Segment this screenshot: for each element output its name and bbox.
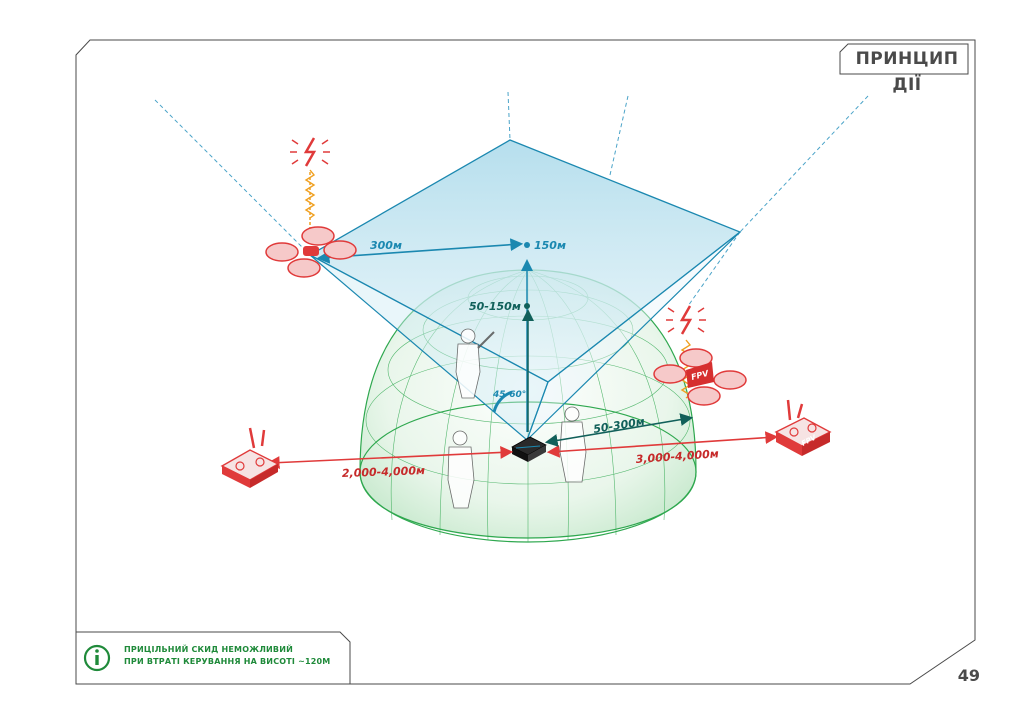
label-distance-horizontal: 300м: [370, 239, 402, 252]
title-tab: [839, 43, 969, 75]
page-frame: [75, 39, 976, 685]
note-text: ПРИЦІЛЬНИЙ СКИД НЕМОЖЛИВИЙ ПРИ ВТРАТІ КЕ…: [124, 644, 364, 668]
remote-controller-icon: [774, 399, 832, 456]
sensor-rays: [154, 91, 869, 307]
height-top-marker: [524, 242, 530, 248]
left-link-arrow: [266, 446, 514, 469]
page-number: 49: [957, 666, 980, 685]
note-box: [75, 631, 351, 685]
remote-controller-icon: [220, 427, 280, 488]
label-left-link: 2,000-4,000м: [342, 464, 426, 480]
soldier-icon: [455, 328, 495, 399]
label-angle: 45-60°: [492, 390, 526, 400]
info-icon: [83, 644, 111, 672]
height-indicators: [521, 242, 534, 432]
lightning-interference-icon: [290, 137, 330, 167]
fpv-range-arrow: [544, 413, 694, 447]
label-height-top: 150м: [534, 239, 566, 252]
lightning-interference-icon: [666, 305, 706, 335]
quadcopter-icon: [265, 169, 357, 278]
jammer-box-icon: [511, 436, 547, 462]
note-line-2: ПРИ ВТРАТІ КЕРУВАННЯ НА ВИСОТІ ~120М: [124, 657, 331, 666]
note-line-1: ПРИЦІЛЬНИЙ СКИД НЕМОЖЛИВИЙ: [124, 645, 294, 654]
page-title: ПРИНЦИП ДІЇ: [855, 49, 959, 95]
angle-arc: [492, 390, 513, 413]
height-range-marker: [524, 303, 530, 309]
quadcopter-icon: [653, 339, 747, 406]
label-right-link: 3,000-4,000м: [635, 447, 719, 466]
label-height-range: 50-150м: [469, 300, 521, 313]
